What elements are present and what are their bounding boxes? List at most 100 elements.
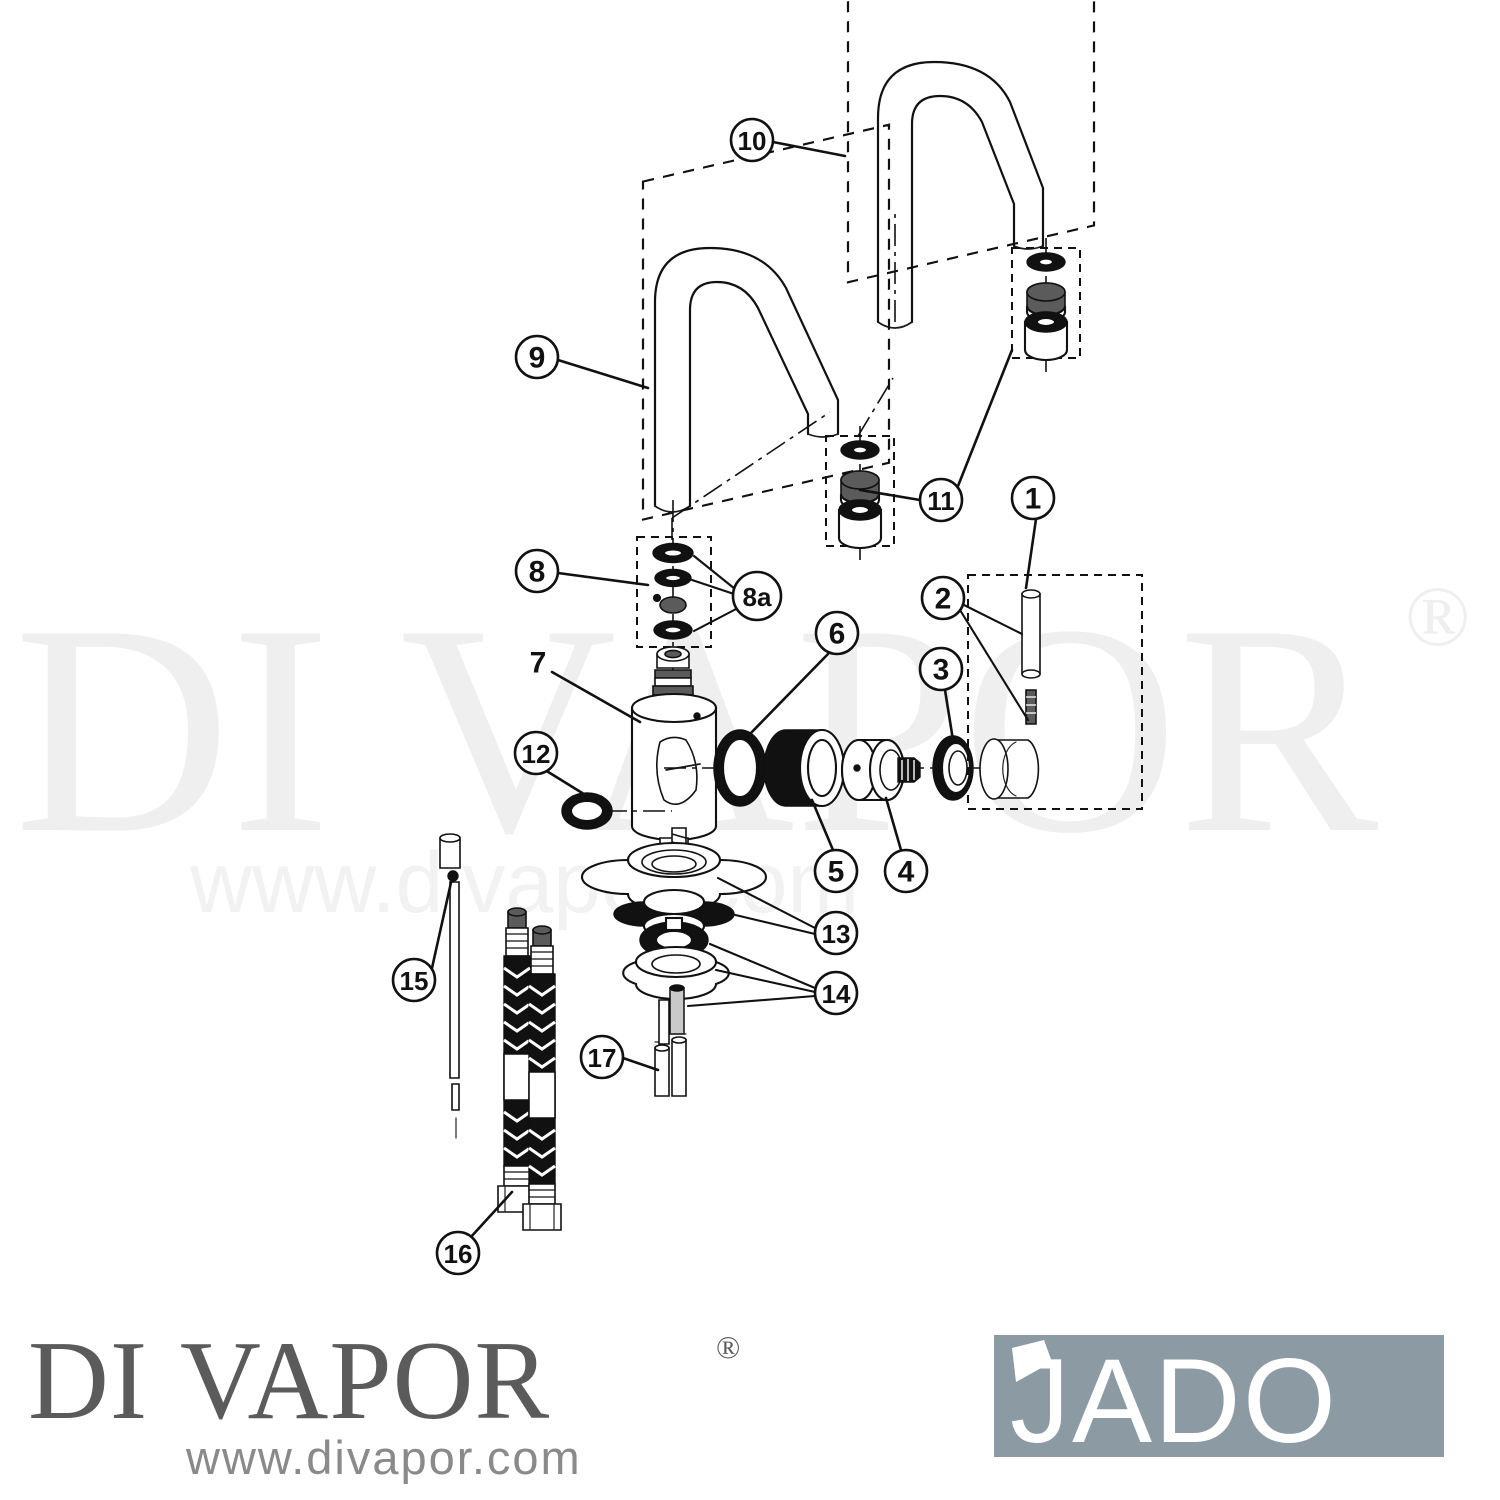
part-8-seal-kit	[636, 500, 712, 672]
callout-10[interactable]: 10	[729, 117, 775, 163]
callout-label-9: 9	[529, 342, 546, 375]
aerator-upper-mesh-top	[1026, 282, 1066, 302]
leader-14a	[708, 942, 817, 990]
callout-label-7: 7	[530, 647, 547, 680]
callout-circle-4	[883, 848, 929, 894]
leader-3	[943, 688, 955, 742]
popup-rod-ball-joint	[447, 870, 459, 882]
callout-label-6: 6	[829, 618, 846, 651]
callout-circle-16	[435, 1230, 481, 1276]
divapor-word-2: VAPOR	[180, 1319, 550, 1443]
jado-wordmark: JADO	[1010, 1334, 1338, 1468]
sleeve-bore	[806, 738, 838, 798]
callout-label-3: 3	[933, 654, 950, 687]
spout-low-section-line	[671, 411, 831, 519]
callout-circle-11	[918, 477, 964, 523]
popup-rod-shaft	[449, 881, 460, 1079]
handle-dashed-box	[967, 574, 1143, 810]
callout-12[interactable]: 12	[513, 730, 559, 776]
callout-label-10: 10	[738, 126, 767, 156]
spout-low-outlet-lip	[807, 433, 839, 438]
part-17-stud-bolts	[654, 999, 687, 1097]
hose-b-tip-top	[532, 925, 552, 935]
stud-bolt-right-top	[671, 1036, 687, 1044]
leader-10	[771, 140, 847, 158]
seal-kit-o-ring-2-bore	[663, 573, 683, 583]
callout-circle-17	[579, 1034, 625, 1080]
part-11-aerator-upper	[1011, 238, 1081, 372]
callout-8[interactable]: 8	[514, 548, 560, 594]
callout-6[interactable]: 6	[814, 610, 860, 656]
callout-14[interactable]: 14	[813, 970, 859, 1016]
callout-label-4: 4	[898, 856, 915, 889]
callout-circle-2	[920, 575, 966, 621]
watermark-registered-mark: ®	[1405, 568, 1470, 664]
mount-washer-flange-bore	[651, 855, 697, 873]
callout-circle-8	[514, 548, 560, 594]
callout-7[interactable]: 7	[530, 647, 547, 680]
callout-3[interactable]: 3	[918, 646, 964, 692]
leader-16	[468, 1190, 514, 1240]
part-13-mounting-washers	[580, 841, 768, 940]
leader-8a-1	[692, 554, 737, 591]
callout-8a[interactable]: 8a	[731, 570, 783, 622]
leader-14c	[686, 994, 817, 1008]
flexible-hose-b	[522, 925, 562, 1231]
part-11-aerator-lower	[825, 426, 895, 560]
seal-kit-spring-clip	[659, 596, 687, 614]
leader-12	[543, 768, 602, 806]
seal-kit-dashed-box	[636, 536, 712, 648]
part-12-body-o-ring	[561, 792, 672, 830]
part-1-lever-handle-group	[967, 574, 1143, 810]
cartridge-o-ring-bore	[721, 737, 759, 799]
stud-rod-upper	[658, 999, 670, 1045]
callout-9[interactable]: 9	[514, 334, 560, 380]
callout-circle-13	[813, 910, 859, 956]
jado-accent-mark	[1012, 1340, 1052, 1382]
callout-5[interactable]: 5	[813, 848, 859, 894]
part-6-cartridge-o-ring	[713, 729, 767, 807]
callout-circle-1	[1010, 475, 1056, 521]
callout-17[interactable]: 17	[579, 1034, 625, 1080]
callout-label-8: 8	[529, 556, 546, 589]
seal-kit-o-ring-1-bore	[662, 548, 684, 558]
spout-low-dashed-box	[641, 123, 891, 521]
leader-4	[884, 796, 903, 852]
body-spigot-bore	[664, 649, 682, 659]
callout-circle-15	[391, 957, 437, 1003]
aerator-upper-housing	[1023, 320, 1069, 362]
leader-6	[746, 652, 830, 738]
seal-kit-o-ring-3-bore	[663, 625, 683, 635]
divapor-logo: DI VAPOR ® www.divapor.com	[28, 1319, 740, 1484]
callout-1[interactable]: 1	[1010, 475, 1056, 521]
callout-13[interactable]: 13	[813, 910, 859, 956]
leader-13b	[704, 906, 817, 936]
divapor-word-1: DI	[28, 1319, 148, 1443]
popup-rod-knob-top	[439, 833, 461, 843]
aerator-upper-o-ring-bore	[1037, 257, 1055, 267]
leader-2a	[960, 602, 1024, 636]
callout-label-12: 12	[522, 739, 551, 769]
popup-rod-lower-segment	[451, 1083, 460, 1111]
part-16-flexible-hoses	[497, 907, 562, 1231]
callout-2[interactable]: 2	[920, 575, 966, 621]
part-14-fixing-kit	[622, 916, 730, 1035]
callout-circle-9	[514, 334, 560, 380]
leader-2b	[958, 608, 1030, 722]
callout-4[interactable]: 4	[883, 848, 929, 894]
part-3-retaining-ring	[932, 735, 974, 801]
spout-low-inner-wall	[688, 280, 810, 508]
callout-16[interactable]: 16	[435, 1230, 481, 1276]
callout-11[interactable]: 11	[918, 477, 964, 523]
fixing-c-clip-gap	[664, 916, 684, 932]
callout-label-16: 16	[444, 1239, 473, 1269]
callout-label-13: 13	[822, 919, 851, 949]
callout-circle-3	[918, 646, 964, 692]
leader-13a	[716, 876, 817, 930]
jado-logo-block	[994, 1335, 1444, 1457]
callout-15[interactable]: 15	[391, 957, 437, 1003]
body-o-ring-bore	[569, 799, 605, 823]
fixing-washer-plate-bore	[651, 954, 701, 974]
